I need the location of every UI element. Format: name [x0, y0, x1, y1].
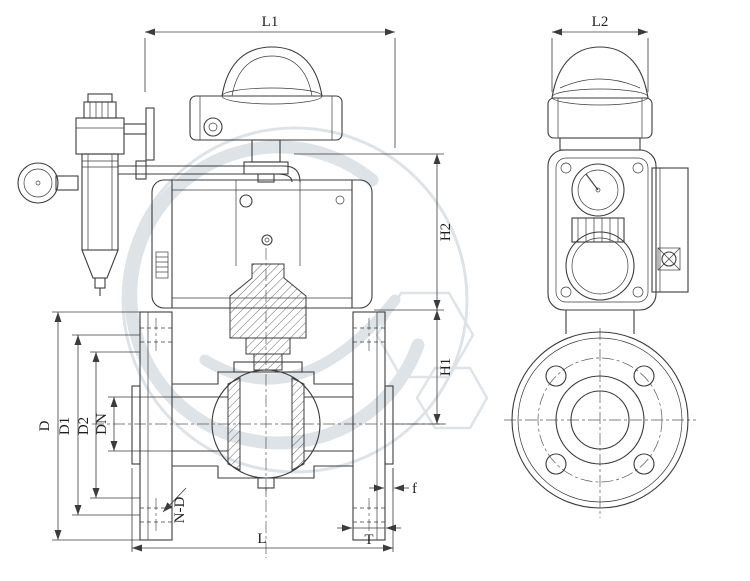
bolt-hole-icon	[545, 365, 567, 387]
dim-label-d: D	[37, 420, 53, 431]
limit-switch-side	[547, 46, 653, 151]
dimension-l1: L1	[144, 14, 396, 148]
limit-switch-front	[189, 46, 343, 183]
gauge-regulator-side	[571, 163, 625, 243]
dimensions: L1 L2 H2 H1 D	[37, 14, 649, 552]
dimension-d: D	[37, 311, 140, 541]
dimension-h1: H1	[396, 310, 454, 425]
conduit-entry-icon	[203, 117, 223, 137]
dim-label-l1: L1	[262, 14, 279, 30]
dim-label-d1: D1	[57, 417, 73, 435]
side-view	[511, 46, 689, 509]
dimension-d1: D1	[57, 334, 140, 516]
flange-face-side	[511, 310, 689, 509]
dim-label-nd: N-D	[172, 497, 188, 524]
filter-regulator-front	[17, 93, 155, 296]
dim-label-d2: D2	[76, 417, 92, 435]
dimension-f: f	[369, 468, 417, 497]
dim-label-l2: L2	[592, 14, 609, 30]
air-line	[118, 160, 301, 183]
pressure-gauge-face-icon	[571, 163, 625, 217]
pneumatic-actuator-front	[151, 179, 373, 309]
actuator-end-side	[547, 149, 657, 311]
valve-body-section	[172, 369, 353, 494]
bolt-hole-icon	[545, 453, 567, 475]
bolt-hole-icon	[633, 453, 655, 475]
dimension-d2: D2	[76, 351, 140, 499]
dimension-l2: L2	[551, 14, 649, 92]
dim-label-l: L	[257, 531, 266, 547]
front-view	[17, 46, 394, 541]
left-flange	[131, 311, 173, 541]
dimension-nd: N-D	[162, 487, 188, 524]
dim-label-h2: H2	[438, 223, 454, 241]
bolt-hole-icon	[633, 365, 655, 387]
side-bracket	[651, 167, 689, 293]
dim-label-h1: H1	[438, 358, 454, 376]
dimension-t: T	[337, 524, 401, 548]
dim-label-t: T	[364, 532, 373, 548]
dim-label-f: f	[412, 481, 417, 497]
dimension-h2: H2	[294, 153, 454, 311]
pressure-gauge-icon	[17, 162, 59, 204]
yoke-bracket-section	[229, 263, 307, 373]
dim-label-dn: DN	[94, 413, 110, 435]
right-flange	[352, 311, 394, 541]
dimension-dn: DN	[94, 396, 172, 452]
